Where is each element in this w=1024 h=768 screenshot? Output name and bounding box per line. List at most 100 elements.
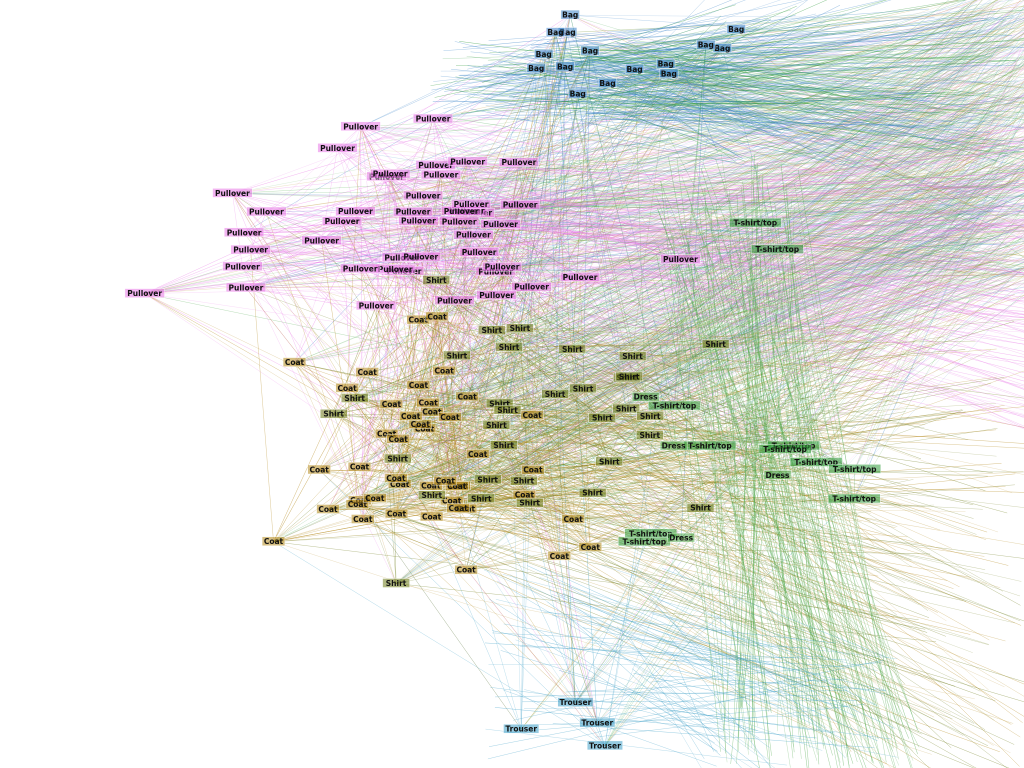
graph-edge — [431, 267, 1024, 413]
graph-edge — [784, 128, 970, 450]
graph-edge — [582, 356, 633, 390]
graph-edge — [693, 162, 868, 760]
graph-edge — [547, 601, 771, 762]
graph-node-marker — [416, 397, 440, 408]
graph-edge — [786, 210, 820, 734]
graph-node-marker — [447, 156, 488, 167]
graph-edge — [567, 586, 827, 729]
graph-node-marker — [615, 371, 643, 382]
graph-edge — [412, 101, 1014, 213]
graph-node-marker — [493, 405, 522, 415]
graph-node-marker — [569, 383, 597, 394]
graph-edge — [436, 161, 1008, 281]
graph-edge — [428, 182, 1011, 404]
graph-node-marker — [726, 24, 746, 34]
graph-edge — [670, 714, 898, 758]
graph-edge — [560, 79, 763, 121]
graph-node: Coat — [316, 504, 340, 514]
graph-edge — [532, 45, 707, 471]
graph-edge — [479, 138, 1024, 253]
graph-node-label: Coat — [350, 463, 370, 472]
graph-edge — [360, 205, 999, 270]
graph-edge — [519, 205, 532, 288]
graph-edge — [579, 202, 1024, 278]
graph-node: Shirt — [558, 344, 586, 354]
graph-node-label: Bag — [658, 60, 674, 69]
graph-edge — [396, 486, 1006, 515]
graph-edge — [401, 165, 1024, 259]
graph-edge — [418, 220, 1024, 274]
graph-node-marker — [478, 325, 506, 335]
graph-edge — [609, 0, 983, 463]
graph-node: Shirt — [495, 342, 523, 352]
graph-edge — [491, 97, 1019, 331]
graph-edge — [609, 702, 724, 733]
graph-node-marker — [400, 251, 441, 262]
graph-edge — [567, 11, 1024, 33]
graph-edge — [294, 249, 778, 363]
graph-edge — [266, 211, 716, 345]
graph-edge — [451, 463, 1002, 502]
graph-edge — [294, 262, 985, 363]
graph-node-marker — [625, 64, 645, 74]
graph-edge — [565, 66, 1024, 214]
graph-edge — [456, 100, 1015, 357]
graph-edge — [559, 256, 1012, 557]
graph-edge — [736, 29, 1024, 76]
graph-edge — [422, 68, 1024, 197]
graph-edge — [520, 17, 1024, 206]
graph-edge — [524, 707, 838, 709]
graph-edge — [670, 278, 813, 703]
graph-node: Shirt — [493, 405, 522, 415]
graph-edge — [458, 508, 1024, 683]
graph-edge — [777, 294, 1024, 476]
graph-node-label: Coat — [365, 494, 385, 503]
graph-edge — [521, 79, 1013, 730]
graph-edge — [590, 547, 931, 555]
graph-edge — [609, 461, 944, 561]
graph-edge — [431, 205, 521, 496]
graph-edge — [435, 165, 701, 509]
graph-edge — [604, 96, 1024, 747]
graph-edge — [592, 52, 1024, 494]
graph-edge — [398, 193, 1024, 440]
graph-node-label: Shirt — [616, 405, 637, 414]
graph-edge — [590, 268, 1024, 548]
graph-edge — [359, 268, 411, 417]
graph-edge — [775, 275, 883, 768]
graph-edge — [359, 416, 411, 468]
graph-edge — [467, 0, 960, 163]
graph-node: Bag — [656, 59, 676, 69]
graph-edge — [359, 92, 1024, 501]
graph-edge — [520, 49, 1024, 206]
graph-edge — [629, 376, 925, 429]
graph-node-marker — [403, 190, 444, 201]
graph-node-marker — [636, 430, 664, 440]
graph-node-label: Pullover — [228, 283, 263, 292]
graph-edge — [431, 376, 630, 413]
graph-node: T-shirt/top — [729, 217, 782, 228]
graph-edge — [470, 204, 532, 288]
graph-node-label: Coat — [457, 392, 477, 401]
graph-edge — [461, 211, 1024, 295]
graph-edge — [633, 66, 924, 124]
graph-edge — [478, 252, 627, 410]
graph-edge — [360, 32, 568, 128]
graph-edge — [559, 9, 1024, 70]
graph-edge — [242, 201, 977, 268]
graph-edge — [458, 417, 603, 509]
graph-edge — [496, 250, 971, 426]
graph-edge — [554, 394, 645, 543]
graph-edge — [431, 516, 574, 520]
graph-node: Coat — [425, 311, 449, 321]
graph-edge — [354, 197, 1024, 399]
graph-edge — [244, 232, 716, 345]
graph-node: Shirt — [636, 430, 664, 440]
graph-node-marker — [124, 288, 165, 298]
graph-edge — [144, 268, 361, 294]
graph-node-label: Pullover — [450, 157, 485, 166]
graph-edge — [797, 169, 894, 749]
graph-node-label: Shirt — [619, 372, 640, 381]
graph-edge — [428, 150, 1024, 404]
graph-node-label: Trouser — [581, 719, 613, 728]
